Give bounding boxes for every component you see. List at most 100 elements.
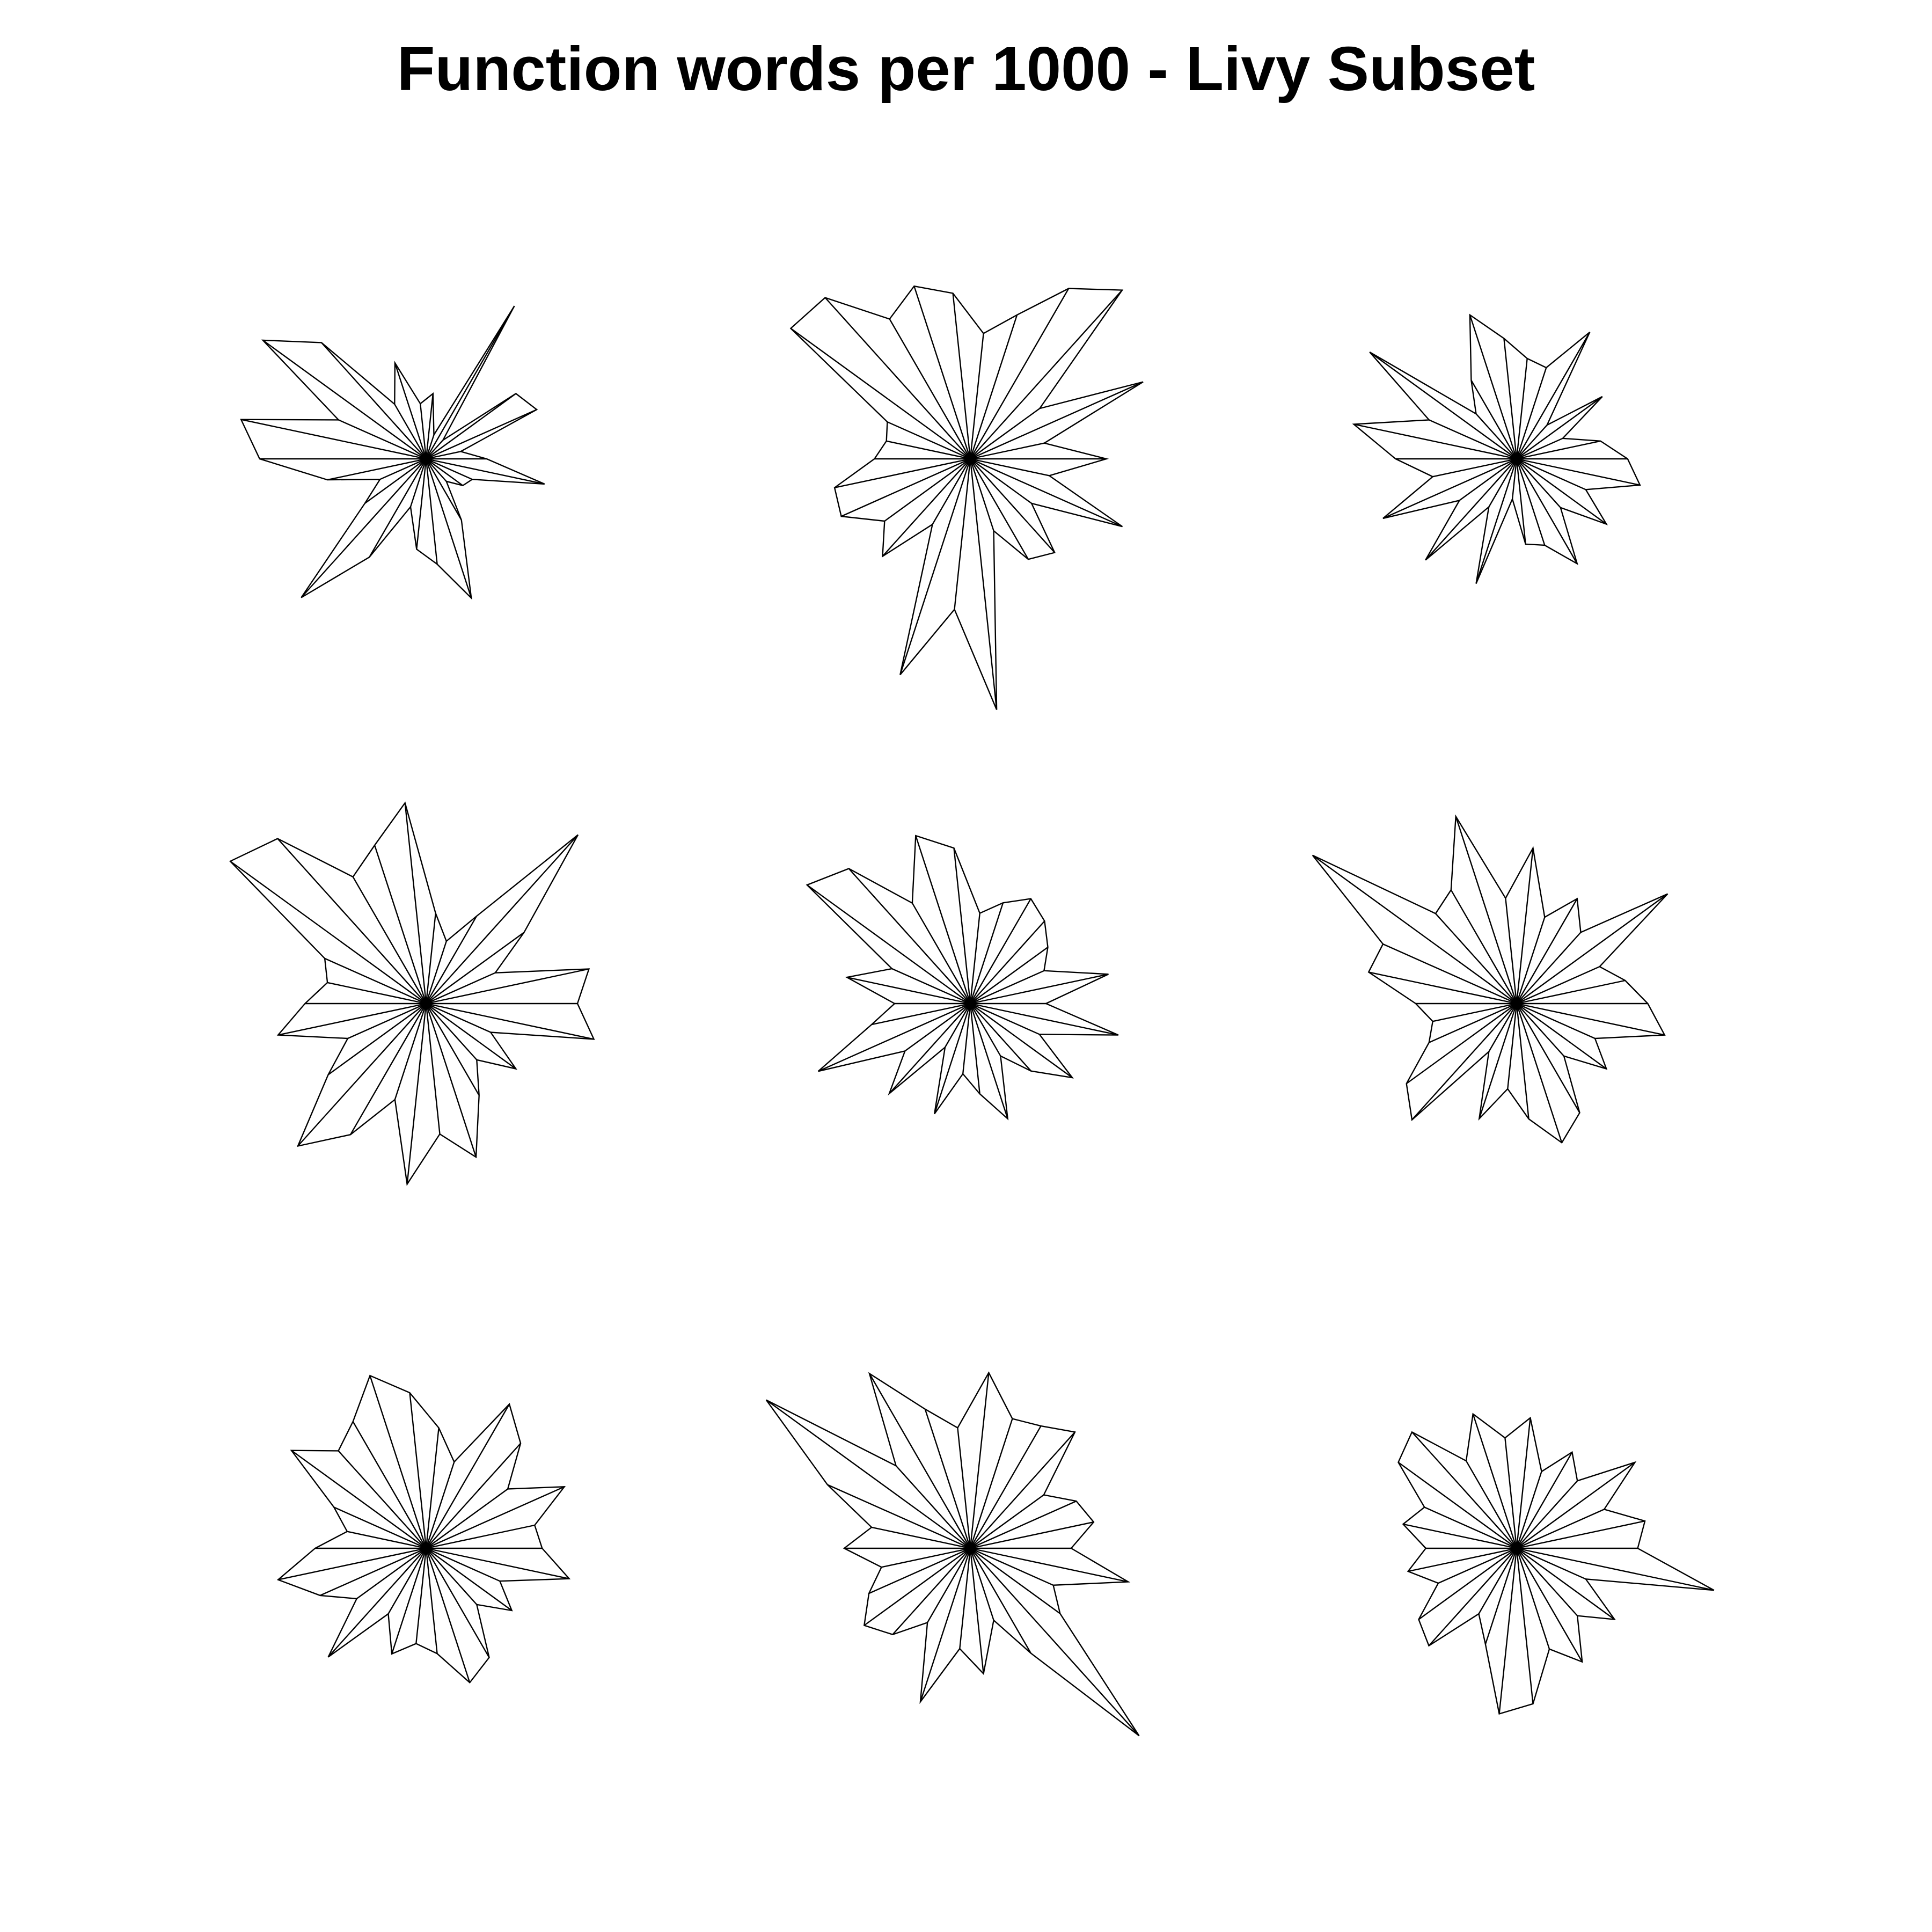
star-6-spike-9 [1505,898,1518,1004]
star-3-spike-18 [1382,458,1517,519]
star-9-spike-20 [1428,1548,1517,1646]
star-4-spike-5 [426,834,579,1004]
star-3-spike-7 [1516,367,1547,459]
star-4-spike-14 [324,957,427,1005]
star-5-spike-13 [807,884,971,1004]
star-4-spike-24 [425,1003,441,1135]
star-5-spike-7 [969,902,1004,1004]
star-3-spike-11 [1470,379,1518,459]
star-7-spike-8 [425,1428,440,1549]
star-5-spike-24 [969,1003,980,1094]
star-4-spike-6 [425,916,478,1004]
star-1-spike-14 [338,419,427,460]
star-1-spike-6 [425,305,515,459]
star-3-spike-8 [1516,358,1528,459]
star-1-spike-11 [394,404,427,459]
star-7-spike-19 [356,1548,427,1599]
star-1-spike-13 [262,340,427,459]
star-8-spike-23 [959,1548,971,1649]
star-4-spike-22 [394,1003,427,1100]
star-6-spike-8 [1516,848,1534,1004]
star-1-spike-4 [426,393,517,459]
star-1-spike-15 [240,419,427,460]
star-5-spike-15 [846,976,971,1005]
star-7-spike-29 [426,1547,500,1582]
star-6-spike-6 [1516,898,1578,1004]
star-1-spike-5 [426,440,444,459]
star-4-spike-21 [349,1003,427,1135]
star-4-spike-9 [404,802,427,1004]
star-4-spike-11 [352,876,427,1004]
star-4-outline [229,801,595,1186]
star-7-spike-5 [426,1443,521,1549]
star-4 [229,801,595,1186]
star-4-spike-17 [277,1002,427,1036]
star-7-spike-10 [369,1375,427,1549]
star-2-spike-14 [887,421,971,460]
star-5-spike-27 [970,1003,1032,1072]
star-4-spike-2 [426,968,589,1005]
star-3-outline [1352,313,1641,584]
star-4-spike-7 [425,941,447,1004]
star-2-spike-8 [969,333,984,459]
star-3-spike-9 [1503,338,1518,459]
star-4-spike-3 [426,972,496,1005]
star-8-spike-3 [970,1501,1077,1549]
star-5-spike-26 [969,1003,1001,1057]
star-9-spike-9 [1504,1438,1518,1549]
star-3-spike-3 [1516,437,1563,460]
star-7-spike-18 [320,1547,427,1596]
star-7-spike-25 [425,1548,471,1683]
star-9-spike-12 [1411,1431,1517,1549]
star-2-outline [789,285,1144,710]
star-2-spike-28 [970,458,1032,504]
star-5-spike-19 [904,1003,971,1052]
star-8-spike-5 [970,1431,1075,1549]
star-3-spike-25 [1516,458,1546,546]
star-8-spike-6 [969,1425,1042,1549]
star-3-spike-19 [1459,458,1517,501]
star-8-spike-12 [895,1465,971,1549]
star-8-spike-17 [881,1547,971,1568]
star-2-spike-23 [954,458,971,610]
star-9-spike-17 [1408,1547,1517,1572]
star-6-spike-11 [1450,889,1518,1004]
star-9-spike-2 [1516,1520,1645,1549]
star-1-spike-22 [409,458,427,507]
star-7-spike-17 [277,1547,427,1580]
star-9-spike-13 [1397,1461,1517,1549]
star-2-spike-15 [886,440,971,460]
star-2-spike-4 [970,408,1041,459]
star-6-spike-23 [1507,1003,1518,1089]
star-5-spike-2 [970,974,1109,1005]
star-1-spike-30 [426,458,545,485]
star-2-spike-17 [834,458,971,488]
star-2-spike-21 [932,458,971,525]
star-6-spike-14 [1382,943,1517,1005]
star-8 [765,1371,1140,1737]
star-9-spike-10 [1472,1414,1518,1549]
star-5-spike-20 [889,1003,971,1094]
star-5-spike-18 [818,1002,971,1072]
star-2 [789,285,1144,710]
star-6-spike-3 [1516,966,1600,1005]
star-7-spike-27 [426,1548,478,1605]
star-9-spike-14 [1424,1506,1517,1549]
star-6-spike-10 [1455,816,1518,1004]
star-7-spike-30 [426,1547,569,1579]
star-8-spike-13 [766,1399,971,1549]
star-1-spike-24 [425,458,438,565]
star-9-spike-19 [1418,1548,1517,1620]
star-4-spike-28 [426,1003,517,1070]
star-7-spike-20 [327,1548,427,1658]
star-6-spike-20 [1411,1003,1517,1121]
star-1-spike-10 [394,362,427,459]
star-8-spike-4 [970,1494,1044,1549]
star-1-spike-27 [426,458,447,482]
star-9-spike-3 [1516,1509,1605,1549]
star-7-spike-4 [426,1488,508,1549]
star-7 [276,1374,571,1684]
star-2-spike-26 [969,458,1029,560]
star-8-spike-2 [970,1521,1094,1549]
star-3-spike-10 [1469,314,1518,459]
